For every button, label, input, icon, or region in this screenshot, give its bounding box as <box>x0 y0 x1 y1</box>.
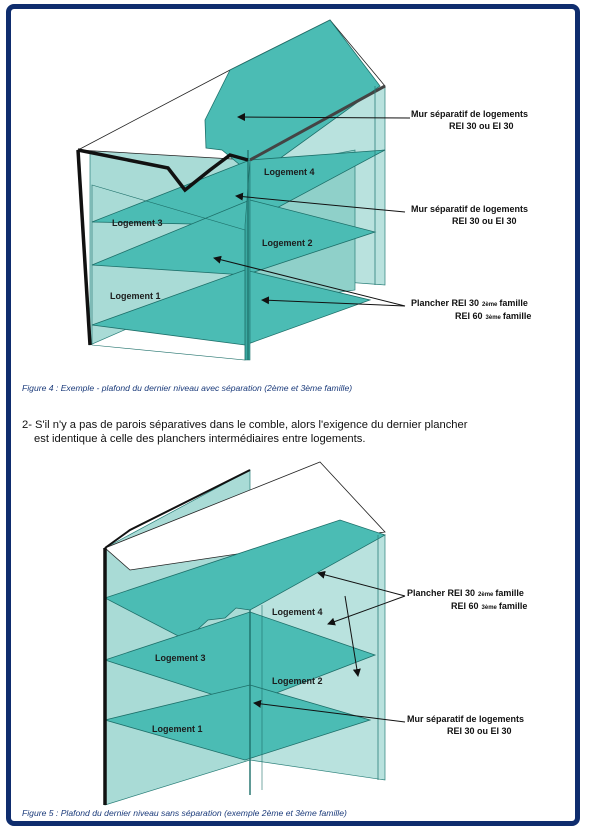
fig4-arrow <box>235 192 406 213</box>
fig4-floor-sup-2: 3ème <box>486 315 502 321</box>
fig4-floor-end-1: famille <box>499 298 528 308</box>
fig4-arrow <box>237 113 411 122</box>
fig4-wall-top-callout-2: REI 30 ou EI 30 <box>449 121 514 131</box>
body-paragraph-line-2: est identique à celle des planchers inte… <box>34 433 366 445</box>
fig4-room-label: Logement 3 <box>112 218 163 228</box>
fig4-room-label: Logement 1 <box>110 291 161 301</box>
figure-4-caption: Figure 4 : Exemple - plafond du dernier … <box>22 383 353 393</box>
bottom-slab <box>91 269 372 346</box>
fig4-arrow <box>261 296 406 307</box>
fig4-room-label: Logement 2 <box>262 238 313 248</box>
fig5-wall-callout-2: REI 30 ou EI 30 <box>447 726 512 736</box>
fig5-floor-end-2: famille <box>499 601 528 611</box>
fig5-arrow <box>317 570 406 597</box>
fig4-floor-sup-1: 2ème <box>482 302 498 308</box>
fig5-floor-sup-1: 2ème <box>478 592 494 598</box>
fig5-wall-callout-1: Mur séparatif de logements <box>407 714 524 724</box>
fig5-floor-main-1: Plancher REI 30 <box>407 588 475 598</box>
fig5-arrow <box>327 595 406 626</box>
fig5-floor-end-1: famille <box>495 588 524 598</box>
figure-5-diagram <box>103 461 386 806</box>
figure-5-caption: Figure 5 : Plafond du dernier niveau san… <box>22 808 347 818</box>
fig5-room-label: Logement 2 <box>272 676 323 686</box>
fig4-floor-end-2: famille <box>503 311 532 321</box>
roof-slab <box>104 461 386 571</box>
fig5-room-label: Logement 3 <box>155 653 206 663</box>
fig4-floor-main-2: REI 60 <box>455 311 483 321</box>
fig4-wall-top-callout-1: Mur séparatif de logements <box>411 109 528 119</box>
fig4-wall-mid-callout-2: REI 30 ou EI 30 <box>452 216 517 226</box>
middle-slab <box>103 611 377 706</box>
fig4-floor-main-1: Plancher REI 30 <box>411 298 479 308</box>
fig5-floor-sup-2: 3ème <box>482 605 498 611</box>
fig4-room-label: Logement 4 <box>264 167 315 177</box>
fig5-room-label: Logement 4 <box>272 607 323 617</box>
fig5-room-label: Logement 1 <box>152 724 203 734</box>
fig4-arrow <box>213 255 406 307</box>
figure-4-diagram <box>76 19 386 361</box>
fig5-floor-main-2: REI 60 <box>451 601 479 611</box>
bottom-slab <box>103 684 372 761</box>
body-paragraph: 2- S'il n'y a pas de parois séparatives … <box>22 418 574 446</box>
fig5-arrow <box>344 595 361 677</box>
body-paragraph-line-1: 2- S'il n'y a pas de parois séparatives … <box>22 419 468 431</box>
fig5-arrow <box>253 699 406 723</box>
fig4-wall-mid-callout-1: Mur séparatif de logements <box>411 204 528 214</box>
